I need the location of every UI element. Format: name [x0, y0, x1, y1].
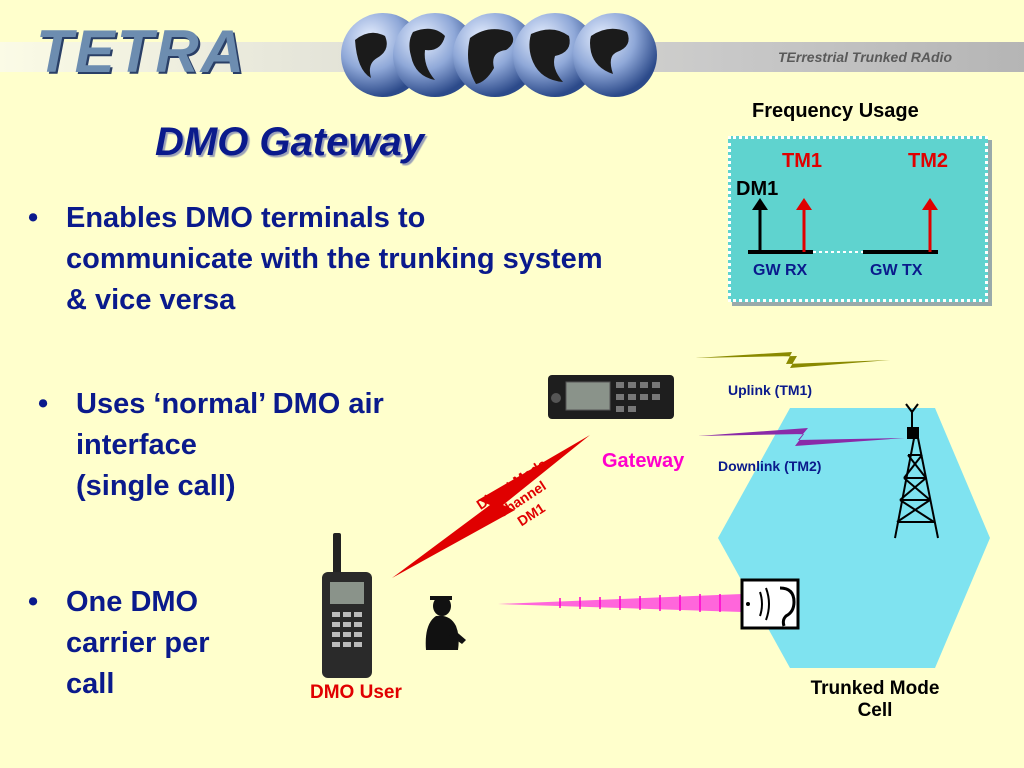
bullet-item-1: • Enables DMO terminals to communicate w…: [28, 198, 603, 321]
downlink-lightning: [698, 428, 905, 446]
cell-label-line: Cell: [857, 700, 893, 721]
bullet-dot: •: [38, 388, 49, 420]
tm1-label: TM1: [782, 150, 822, 172]
globe-icon: [573, 13, 657, 97]
uplink-lightning: [695, 352, 890, 368]
bullet-line: & vice versa: [66, 284, 236, 316]
tetra-logo: TETRA: [36, 18, 246, 85]
cell-label-line: Trunked Mode: [810, 678, 940, 699]
globe-icon: [393, 13, 477, 97]
frequency-usage-title: Frequency Usage: [752, 100, 919, 122]
direct-mode-lightning: [392, 435, 590, 578]
frequency-usage-panel: [728, 136, 988, 302]
slide-title: DMO Gateway: [155, 120, 424, 164]
bullet-line: (single call): [76, 470, 236, 502]
bullet-dot: •: [28, 202, 39, 234]
gw-tx-label: GW TX: [870, 262, 923, 279]
handheld-radio-icon: [322, 533, 372, 678]
ear-icon: [740, 578, 800, 630]
bullet-line: Uses ‘normal’ DMO air: [76, 388, 384, 420]
bullet-line: interface: [76, 429, 197, 461]
tm2-label: TM2: [908, 150, 948, 172]
bullet-line: communicate with the trunking system: [66, 243, 603, 275]
bullet-item-2: • Uses ‘normal’ DMO air interface (singl…: [38, 384, 384, 507]
globe-icon: [453, 13, 537, 97]
frequency-chart: [748, 198, 938, 254]
globe-icon: [513, 13, 597, 97]
bullet-line: carrier per: [66, 627, 210, 659]
bullet-line: call: [66, 668, 115, 700]
trunked-cell-label: Trunked Mode Cell: [780, 678, 970, 722]
globes-graphic: [341, 13, 657, 97]
bullet-line: One DMO: [66, 586, 199, 618]
beam-hatching: [559, 594, 721, 612]
gateway-label: Gateway: [602, 450, 685, 472]
dmo-user-label: DMO User: [310, 682, 402, 703]
gw-rx-label: GW RX: [753, 262, 808, 279]
uplink-label: Uplink (TM1): [728, 382, 812, 398]
tower-icon: [894, 403, 939, 539]
bullet-item-3: • One DMO carrier per call: [28, 582, 210, 705]
dm1-label: DM1: [736, 178, 779, 200]
gateway-radio-icon: [548, 375, 674, 419]
bullet-line: Enables DMO terminals to: [66, 202, 426, 234]
bullet-dot: •: [28, 586, 39, 618]
tagline: TErrestrial Trunked RAdio: [778, 49, 953, 65]
downlink-label: Downlink (TM2): [718, 458, 822, 474]
user-figure-icon: [425, 596, 466, 650]
